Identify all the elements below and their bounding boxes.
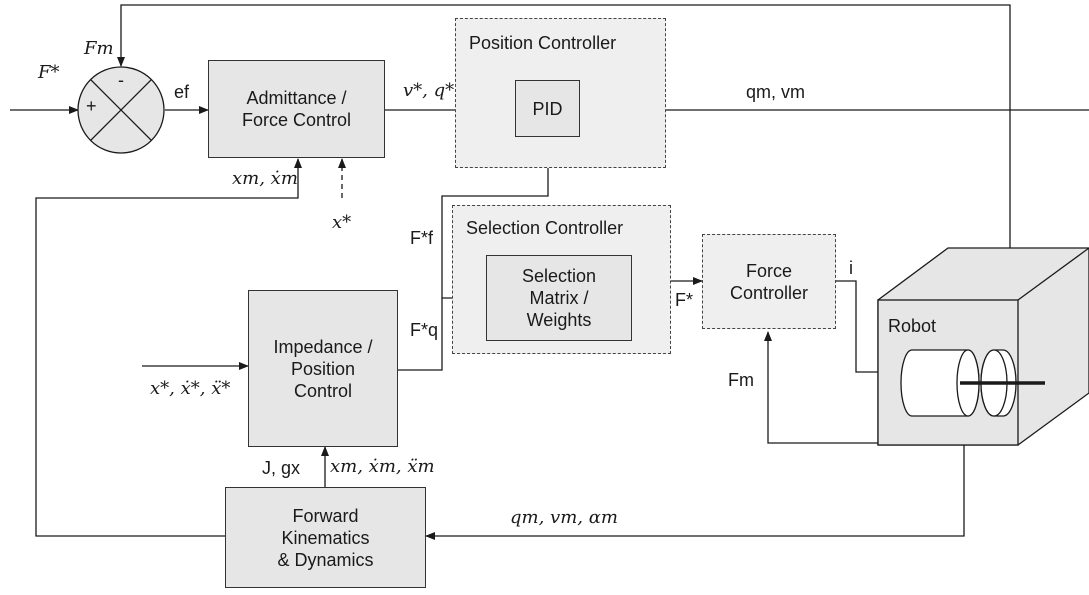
admittance-feedback-label: xm, ẋm [232,168,298,189]
jacobian-label: J, gx [262,458,301,478]
forward-to-admittance-line [35,158,302,537]
current-line [836,280,899,376]
force-controller-box [702,234,836,329]
forward-feedback-label: xm, ẋm, ẍm [330,456,435,477]
forward-block: Forward Kinematics & Dynamics [225,487,426,588]
robot-label: Robot [888,316,937,336]
current-label: i [849,258,853,278]
force-ref-f-label: F*f [410,228,434,248]
force-controller-block: Force Controller [729,260,809,303]
robot-state-label: qm, vm, αm [510,507,618,528]
admittance-block: Admittance / Force Control [208,60,385,158]
position-ref-label: x* [332,212,352,233]
position-controller-title: Position Controller [469,33,617,53]
impedance-block: Impedance / Position Control [248,290,398,447]
force-feedback-top-line [117,4,1011,248]
error-label: ef [174,82,190,102]
pid-block: PID [515,80,580,137]
impedance-ref-label: x*, ẋ*, ẍ* [150,378,231,399]
force-ref-q-label: F*q [410,320,439,340]
summing-junction [77,66,165,154]
force-ref-label-selection: F* [675,290,693,310]
selection-controller-title: Selection Controller [466,218,624,238]
joint-feedback-label: qm, vm [746,82,806,102]
force-ref-label: F* [38,62,60,83]
impedance-output-line [398,298,443,371]
selection-matrix-block: Selection Matrix / Weights [486,255,632,341]
velocity-ref-label: v*, q* [403,80,455,101]
force-measured-top-label: Fm [84,38,114,59]
force-measured-right-label: Fm [728,370,754,390]
plus-sign: + [86,96,97,116]
minus-sign: - [118,70,124,90]
robot-to-forward-line [425,445,965,540]
motor-icon [900,349,1045,417]
